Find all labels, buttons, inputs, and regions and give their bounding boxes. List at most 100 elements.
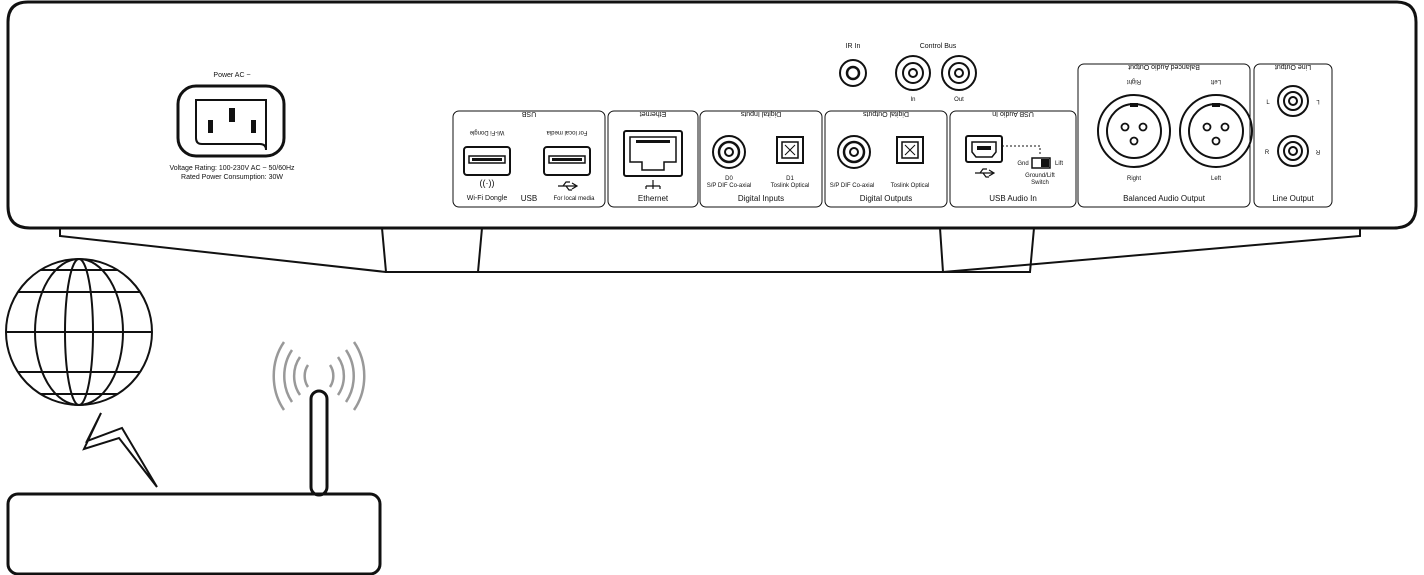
ethernet-port-inner bbox=[629, 136, 677, 171]
xlr-left-pin-2 bbox=[1220, 122, 1230, 132]
unit-base bbox=[59, 228, 1361, 273]
rca-r-jack-outer bbox=[1277, 135, 1309, 167]
d0-coax-jack-pin bbox=[724, 147, 734, 157]
power-consumption: Rated Power Consumption: 30W bbox=[181, 174, 283, 181]
rca-l-jack-mid bbox=[1283, 91, 1303, 111]
xlr-left-pin-3 bbox=[1211, 136, 1221, 146]
coax-out-label: S/P DIF Co-axial bbox=[830, 183, 875, 189]
control-bus-label: Control Bus bbox=[920, 43, 957, 50]
balanced-left-top-label: Left bbox=[1211, 78, 1221, 84]
digital-inputs-top-label: Digital Inputs bbox=[740, 110, 781, 117]
digital-inputs-group-box bbox=[699, 110, 823, 208]
rca-l-jack-pin bbox=[1288, 96, 1298, 106]
digital-inputs-label: Digital Inputs bbox=[738, 194, 784, 203]
usb-wifi-port-tongue bbox=[468, 155, 506, 164]
rca-r-jack-pin bbox=[1288, 146, 1298, 156]
lightning-link-icon bbox=[82, 412, 158, 488]
wifi-icon: ((·)) bbox=[480, 178, 495, 188]
balanced-right-top-label: Right bbox=[1127, 78, 1141, 84]
xlr-left-pin-1 bbox=[1202, 122, 1212, 132]
network-icon bbox=[645, 180, 661, 189]
xlr-left-outer bbox=[1179, 94, 1253, 168]
usb-audio-top-label: USB Audio In bbox=[992, 110, 1034, 117]
ir-in-jack-outer bbox=[839, 59, 867, 87]
usb-group-label: USB bbox=[521, 194, 537, 203]
power-pin-right bbox=[251, 120, 256, 133]
d0-coax-jack-mid bbox=[717, 140, 741, 164]
ir-in-jack-inner bbox=[845, 65, 861, 81]
power-label: Power AC ~ bbox=[213, 72, 250, 79]
usb-audio-group-box bbox=[949, 110, 1077, 208]
d1-sublabel: Toslink Optical bbox=[771, 183, 810, 189]
control-bus-out-jack-outer bbox=[941, 55, 977, 91]
line-r-label-left: R bbox=[1265, 150, 1270, 156]
usb-media-port-tongue bbox=[548, 155, 586, 164]
control-bus-in-jack-pin bbox=[908, 68, 918, 78]
balanced-label: Balanced Audio Output bbox=[1123, 194, 1206, 203]
line-output-label: Line Output bbox=[1272, 194, 1314, 203]
xlr-left-inner bbox=[1188, 103, 1244, 159]
usb-wifi-label: Wi-Fi Dongle bbox=[467, 195, 508, 202]
usb-media-top-label: For local media bbox=[546, 129, 588, 135]
unit-rear-panel bbox=[6, 0, 1418, 230]
line-l-label-left: L bbox=[1266, 100, 1270, 106]
d1-optical-port-inner bbox=[781, 141, 799, 159]
line-r-label-right: R bbox=[1315, 148, 1320, 154]
control-bus-in-jack-mid bbox=[902, 62, 924, 84]
balanced-group-box bbox=[1077, 63, 1251, 208]
optical-out-label: Toslink Optical bbox=[891, 183, 930, 189]
coax-out-jack-outer bbox=[837, 135, 871, 169]
power-inlet bbox=[176, 84, 286, 158]
balanced-left-label: Left bbox=[1211, 176, 1221, 182]
ir-in-label: IR In bbox=[846, 43, 861, 50]
usb-media-port bbox=[543, 146, 591, 176]
ethernet-group-box bbox=[607, 110, 699, 208]
control-bus-out-label: Out bbox=[954, 97, 964, 103]
lift-label: Lift bbox=[1055, 161, 1063, 167]
gnd-label: Gnd bbox=[1017, 161, 1028, 167]
ethernet-contacts bbox=[636, 140, 670, 143]
line-output-top-label: Line Output bbox=[1275, 63, 1311, 70]
balanced-top-label: Balanced Audio Output bbox=[1128, 63, 1200, 70]
usb-wifi-top-label: Wi-Fi Dongle bbox=[469, 129, 504, 135]
usb-media-icon bbox=[558, 181, 579, 191]
digital-outputs-group-box bbox=[824, 110, 948, 208]
unit-foot-left bbox=[381, 227, 483, 273]
switch-label-2: Switch bbox=[1031, 180, 1049, 186]
xlr-right-key bbox=[1130, 103, 1138, 107]
ground-lift-switch-knob bbox=[1041, 159, 1049, 167]
d0-label: D0 bbox=[725, 176, 733, 182]
usb-group-top-label: USB bbox=[521, 110, 536, 117]
power-voltage: Voltage Rating: 100-230V AC ~ 50/60Hz bbox=[169, 165, 295, 172]
rca-r-jack-mid bbox=[1283, 141, 1303, 161]
digital-outputs-label: Digital Outputs bbox=[860, 194, 912, 203]
power-inlet-inner bbox=[195, 99, 267, 151]
control-bus-in-jack-outer bbox=[895, 55, 931, 91]
usb-b-port bbox=[965, 135, 1003, 163]
globe-icon bbox=[5, 258, 153, 406]
xlr-right-outer bbox=[1097, 94, 1171, 168]
d1-optical-port-shutter bbox=[784, 144, 796, 156]
d0-coax-jack-outer bbox=[712, 135, 746, 169]
unit-foot-right bbox=[939, 227, 1035, 273]
ground-lift-switch[interactable] bbox=[1031, 157, 1051, 169]
d1-label: D1 bbox=[786, 176, 794, 182]
usb-group-box bbox=[452, 110, 606, 208]
power-pin-left bbox=[208, 120, 213, 133]
line-output-group-box bbox=[1253, 63, 1333, 208]
optical-out-port-shutter bbox=[904, 144, 916, 156]
xlr-right-inner bbox=[1106, 103, 1162, 159]
xlr-left-key bbox=[1212, 103, 1220, 107]
usb-wifi-port-contacts bbox=[472, 158, 502, 161]
optical-out-port bbox=[896, 136, 924, 164]
ethernet-top-label: Ethernet bbox=[640, 110, 667, 117]
ethernet-port bbox=[623, 130, 683, 177]
switch-label-1: Ground/Lift bbox=[1025, 173, 1055, 179]
xlr-right-pin-3 bbox=[1129, 136, 1139, 146]
usb-audio-icon bbox=[975, 168, 996, 178]
power-pin-ground bbox=[229, 108, 235, 122]
router-antenna bbox=[309, 389, 329, 497]
control-bus-out-jack-pin bbox=[954, 68, 964, 78]
